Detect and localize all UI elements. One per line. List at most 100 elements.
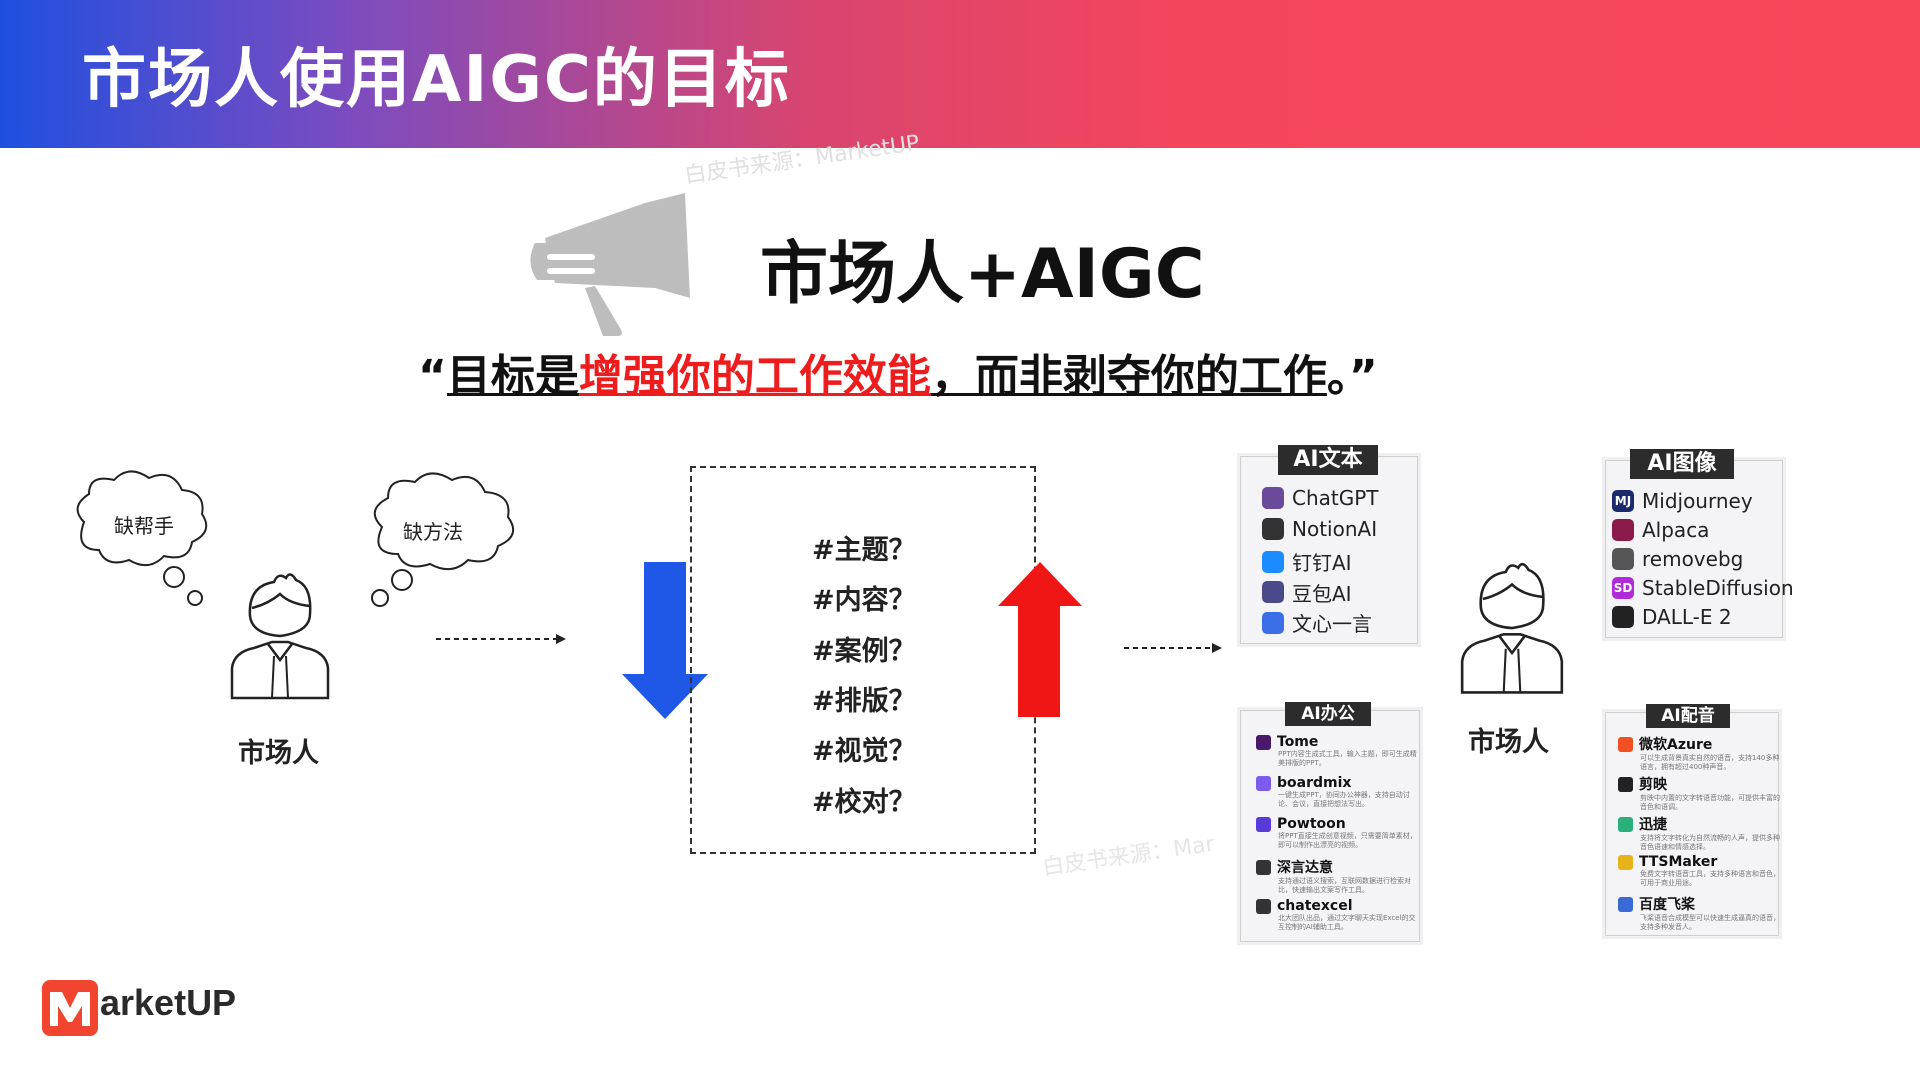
microsoft-icon <box>1618 736 1633 752</box>
header-banner <box>0 0 1920 148</box>
shenyan-icon <box>1256 859 1271 875</box>
card-title: AI图像 <box>1630 449 1734 479</box>
tool-name: boardmix <box>1277 775 1352 791</box>
boardmix-icon <box>1256 775 1271 791</box>
cloud-text-helper: 缺帮手 <box>114 514 174 538</box>
quote-part-1: 目标是 <box>446 351 579 402</box>
quote-highlight: 增强你的工作效能 <box>578 351 931 402</box>
tool-name: StableDiffusion <box>1642 576 1794 600</box>
tool-description: PPT内容生成式工具，输入主题，即可生成精美排版的PPT。 <box>1278 750 1417 767</box>
watermark: 白皮书来源：Mar <box>1040 831 1217 881</box>
tool-item: 豆包AI <box>1262 578 1352 607</box>
tool-item: DALL-E 2 <box>1612 605 1732 629</box>
tool-description: 支持通过语义搜索，互联网数据进行检索对比，快速输出文案写作工具。 <box>1278 877 1411 894</box>
doubao-icon <box>1262 581 1284 603</box>
topic-item: #案例？ <box>812 636 916 667</box>
tool-name: 剪映 <box>1639 777 1667 793</box>
jianying-icon <box>1618 776 1633 792</box>
section-subtitle: 市场人+AIGC <box>760 235 1205 314</box>
removebg-icon <box>1612 548 1634 570</box>
powtoon-icon <box>1256 816 1271 832</box>
tool-description: 北大团队出品，通过文字聊天实现Excel的交互控制的AI辅助工具。 <box>1278 914 1416 931</box>
tool-name: NotionAI <box>1292 516 1378 541</box>
tool-name: 迅捷 <box>1639 817 1667 833</box>
alpaca-icon <box>1612 519 1634 541</box>
tool-name: chatexcel <box>1277 898 1353 914</box>
tool-name: removebg <box>1642 547 1744 571</box>
chatexcel-icon <box>1256 898 1271 914</box>
tool-item: NotionAI <box>1262 517 1377 541</box>
notion-icon <box>1262 517 1284 540</box>
marketup-logo-icon <box>42 980 98 1036</box>
topic-item: #排版？ <box>812 686 916 717</box>
xunjie-icon <box>1618 816 1633 832</box>
chatgpt-icon <box>1262 487 1284 509</box>
tool-name: ChatGPT <box>1292 486 1379 510</box>
tool-item: Alpaca <box>1612 518 1709 542</box>
tool-item: 百度飞桨飞桨语音合成模型可以快速生成逼真的语音，支持多种发音人。 <box>1618 894 1780 932</box>
tool-name: Alpaca <box>1642 518 1710 542</box>
brand-name: arketUP <box>100 982 237 1023</box>
dingtalk-icon <box>1262 550 1284 573</box>
tome-icon <box>1256 734 1271 750</box>
openai-icon <box>1612 606 1634 628</box>
ttsmaker-icon <box>1618 854 1633 870</box>
tool-description: 剪映中内置的文字转语音功能，可提供丰富的音色和语调。 <box>1640 794 1780 811</box>
thought-cloud-icon <box>371 472 515 607</box>
ai-image-card <box>1605 460 1783 638</box>
cloud-text-method: 缺方法 <box>403 520 463 544</box>
tool-item: removebg <box>1612 547 1743 571</box>
goal-quote: “目标是增强你的工作效能，而非剥夺你的工作。” <box>418 340 1378 404</box>
topic-item: #内容？ <box>812 585 916 616</box>
tool-description: 可以生成背景真实自然的语音，支持140多种语言，拥有超过400种声音。 <box>1640 754 1780 771</box>
card-title: AI办公 <box>1285 702 1371 726</box>
quote-part-3: ，而非剥夺你的工作 <box>930 351 1327 402</box>
megaphone-icon <box>530 193 690 336</box>
tool-item: 钉钉AI <box>1262 547 1352 576</box>
tool-name: Midjourney <box>1642 489 1753 513</box>
tool-item: 深言达意支持通过语义搜索，互联网数据进行检索对比，快速输出文案写作工具。 <box>1256 857 1418 895</box>
tool-name: Powtoon <box>1277 816 1346 832</box>
tool-item: ChatGPT <box>1262 486 1379 510</box>
tool-item: 迅捷支持将文字转化为自然流畅的人声，提供多种音色语速和情感选择。 <box>1618 814 1780 852</box>
paddle-icon <box>1618 896 1633 912</box>
page-title: 市场人使用AIGC的目标 <box>82 43 791 117</box>
card-title: AI文本 <box>1278 445 1378 475</box>
tool-item: SD StableDiffusion <box>1612 576 1794 600</box>
thought-cloud-icon <box>76 470 208 606</box>
topic-item: #视觉？ <box>812 736 916 767</box>
tool-name: TTSMaker <box>1639 854 1718 870</box>
person-icon <box>230 573 330 700</box>
quote-open: “ <box>418 351 447 402</box>
tool-name: DALL-E 2 <box>1642 605 1732 629</box>
person-label: 市场人 <box>238 738 319 769</box>
dashed-arrow <box>1124 643 1222 653</box>
quote-close: 。” <box>1326 351 1378 402</box>
person-icon <box>1460 562 1564 694</box>
card-title: AI配音 <box>1646 704 1730 728</box>
tool-name: 豆包AI <box>1292 581 1352 606</box>
ai-voice-card <box>1605 712 1779 936</box>
tool-item: 文心一言 <box>1262 608 1372 637</box>
tool-item: 剪映剪映中内置的文字转语音功能，可提供丰富的音色和语调。 <box>1618 774 1780 812</box>
tool-name: 百度飞桨 <box>1639 897 1695 913</box>
tool-description: 一键生成PPT，协同办公神器，支持自动讨论、会议，直接把想法写出。 <box>1278 791 1410 808</box>
tool-name: 文心一言 <box>1292 612 1372 636</box>
down-arrow-icon <box>622 562 708 719</box>
tool-description: 免费文字转语音工具，支持多种语言和音色，可用于商业用途。 <box>1640 870 1780 887</box>
person-label: 市场人 <box>1468 727 1549 758</box>
stablediffusion-icon: SD <box>1612 577 1634 599</box>
tool-name: 深言达意 <box>1277 860 1333 876</box>
tool-name: 钉钉AI <box>1292 551 1352 575</box>
dashed-arrow <box>436 634 566 644</box>
tool-name: 微软Azure <box>1639 737 1713 753</box>
up-arrow-icon <box>998 562 1082 717</box>
tool-description: 飞桨语音合成模型可以快速生成逼真的语音，支持多种发音人。 <box>1640 914 1780 931</box>
